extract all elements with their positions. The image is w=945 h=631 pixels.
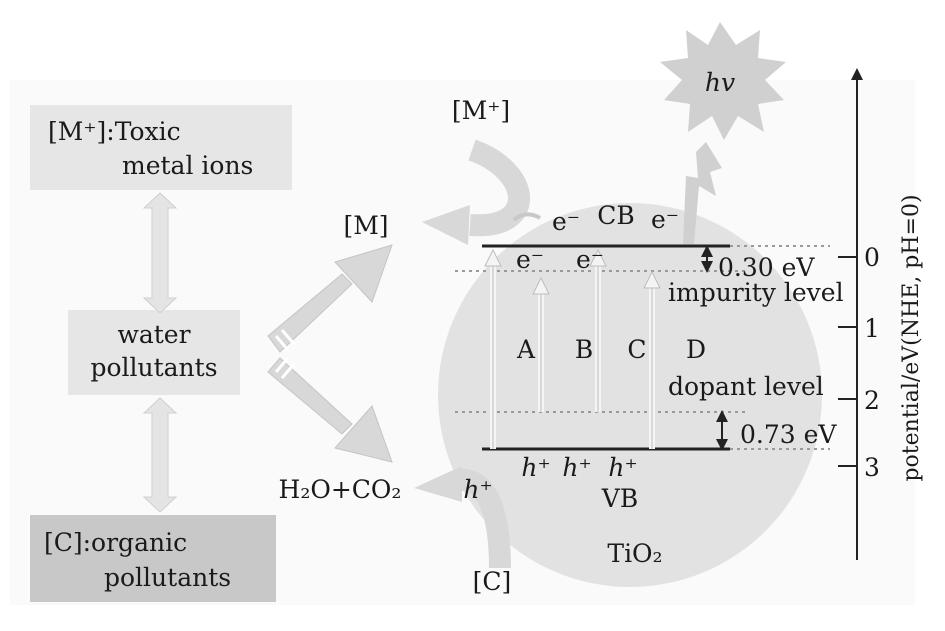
oxidation-curve	[459, 469, 511, 569]
arrow-to-products	[267, 357, 393, 463]
organic-label: [C]	[473, 567, 512, 596]
transition-c-arrow	[589, 248, 607, 412]
electron-a: e⁻	[516, 245, 544, 274]
transition-d-arrow	[643, 270, 661, 449]
axis-label: potential/eV(NHE, pH=0)	[899, 194, 924, 481]
toxic-metal-label-1: [M⁺]:Toxic	[48, 117, 181, 146]
metal-label: [M]	[343, 211, 388, 240]
transition-b-arrow	[532, 276, 550, 412]
transition-d-label: D	[686, 335, 706, 364]
electron-transfer-hook	[512, 212, 542, 222]
photon-label: hv	[705, 68, 735, 97]
dopant-gap-label: 0.73 eV	[740, 420, 837, 449]
electron-b: e⁻	[576, 245, 604, 274]
transition-a-label: A	[516, 335, 536, 364]
tick-label-0: 0	[864, 243, 880, 272]
transition-c-label: C	[627, 335, 646, 364]
cb-label: CB	[597, 201, 635, 230]
hole-left-label: h⁺	[463, 475, 492, 504]
hole-3: h⁺	[608, 453, 637, 482]
reduction-curve	[467, 139, 530, 237]
toxic-metal-box	[30, 105, 292, 190]
toxic-metal-label-2: metal ions	[122, 151, 253, 180]
cb-electron-right: e⁻	[651, 205, 679, 234]
organic-pollutants-label-1: [C]:organic	[44, 528, 187, 557]
metal-ion-label: [M⁺]	[452, 96, 510, 125]
arrow-to-metal	[267, 244, 393, 353]
oxidation-arrowhead-icon	[414, 466, 462, 502]
hole-2: h⁺	[562, 453, 591, 482]
hole-1: h⁺	[521, 453, 550, 482]
tick-label-3: 3	[864, 453, 880, 482]
reduction-arrowhead-icon	[422, 205, 470, 245]
dopant-level-label: dopant level	[668, 372, 824, 401]
transition-a-arrow	[484, 248, 502, 449]
organic-pollutants-box	[30, 515, 276, 602]
tio2-label: TiO₂	[607, 539, 662, 568]
water-pollutants-box	[68, 310, 240, 395]
tick-label-2: 2	[864, 386, 880, 415]
tick-label-1: 1	[864, 314, 880, 343]
transition-b-label: B	[575, 335, 593, 364]
cb-electron-left: e⁻	[552, 207, 580, 236]
water-pollutants-label-2: pollutants	[90, 353, 217, 382]
impurity-gap-label: 0.30 eV	[718, 253, 815, 282]
lightning-icon	[683, 142, 722, 244]
impurity-level-label: impurity level	[668, 278, 844, 307]
products-label: H₂O+CO₂	[279, 475, 402, 504]
tio2-particle	[438, 203, 822, 587]
water-pollutants-label-1: water	[117, 320, 190, 349]
photon-burst-icon	[660, 22, 786, 140]
vb-label: VB	[601, 484, 638, 513]
organic-pollutants-label-2: pollutants	[104, 563, 231, 592]
double-arrow-top	[142, 192, 178, 314]
double-arrow-bottom	[142, 397, 178, 513]
